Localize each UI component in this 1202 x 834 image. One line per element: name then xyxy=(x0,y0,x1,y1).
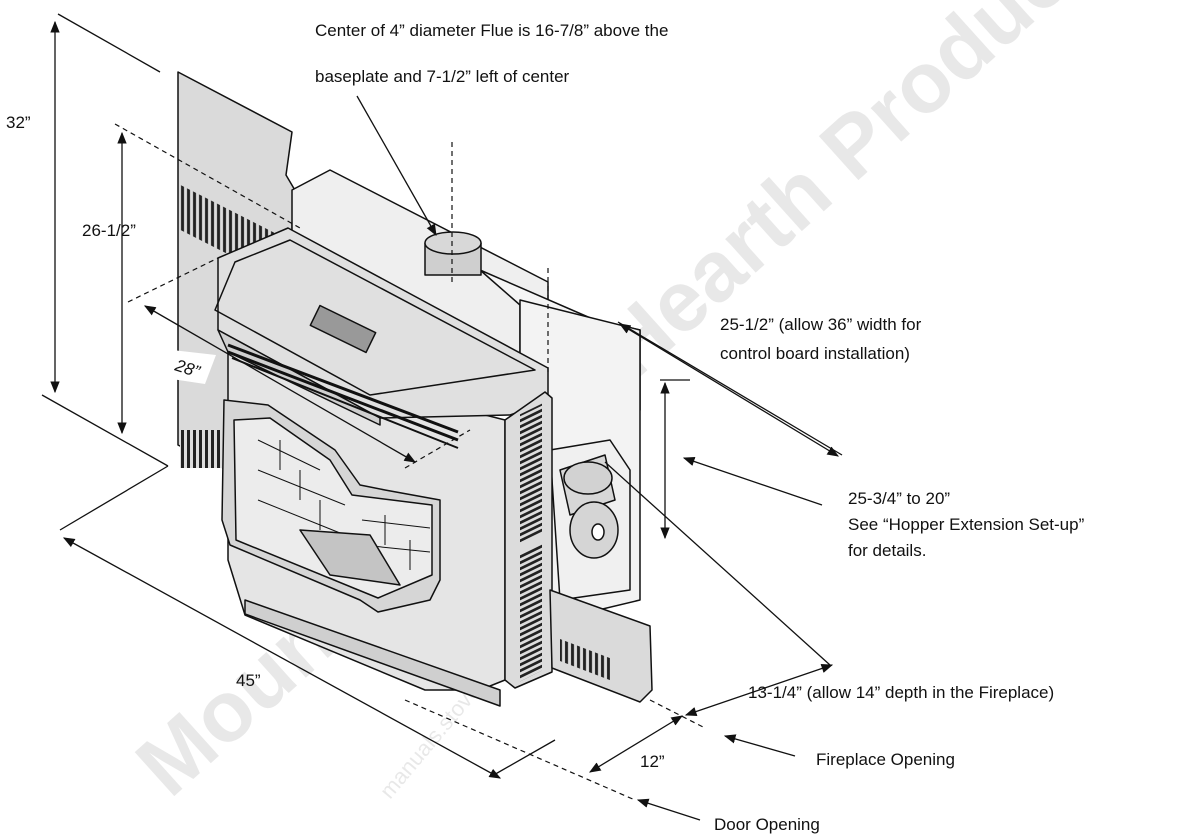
leader-hopper xyxy=(682,456,823,506)
top-hood-bevel xyxy=(214,239,536,396)
label-hopper-line2: See “Hopper Extension Set-up” xyxy=(848,515,1085,534)
dashed-reference-lines xyxy=(114,123,706,801)
label-45: 45” xyxy=(236,671,261,690)
dimension-lines xyxy=(41,13,843,821)
label-25-1-2-line1: 25-1/2” (allow 36” width for xyxy=(720,315,922,334)
label-fireplace-opening: Fireplace Opening xyxy=(816,750,955,769)
dim-12 xyxy=(589,715,683,773)
left-vent-lower xyxy=(180,430,228,468)
dash-fireplace-opening xyxy=(649,699,706,729)
dim-28 xyxy=(143,305,417,463)
label-hopper-line3: for details. xyxy=(848,541,926,560)
label-32: 32” xyxy=(6,113,31,132)
dim-13-1-4 xyxy=(684,663,834,717)
extension-line-base-left xyxy=(41,394,169,467)
dash-mid-depth xyxy=(127,257,219,303)
right-surround-vent xyxy=(560,638,610,681)
extension-line-front-left xyxy=(59,465,169,531)
dim-25-1-2 xyxy=(618,323,840,457)
extension-line-front-bottom xyxy=(491,739,556,777)
label-door-opening: Door Opening xyxy=(714,815,820,834)
dash-hood-front xyxy=(404,429,471,469)
flue-note-line1: Center of 4” diameter Flue is 16-7/8” ab… xyxy=(315,21,668,40)
labels: Center of 4” diameter Flue is 16-7/8” ab… xyxy=(6,21,1085,834)
flue-note-line2: baseplate and 7-1/2” left of center xyxy=(315,67,570,86)
combustion-motor xyxy=(559,454,619,559)
right-surround-panel xyxy=(549,589,653,703)
label-26-1-2: 26-1/2” xyxy=(82,221,136,240)
label-13-1-4: 13-1/4” (allow 14” depth in the Fireplac… xyxy=(748,683,1054,702)
leader-flue xyxy=(356,95,437,237)
stove-illustration xyxy=(177,71,653,707)
extension-line-right-base xyxy=(604,461,831,666)
label-28-background xyxy=(165,350,216,384)
dash-door-opening xyxy=(404,699,636,801)
flue-collar xyxy=(424,231,482,276)
leader-door-opening xyxy=(636,798,701,821)
label-12: 12” xyxy=(640,752,665,771)
right-vent-upper xyxy=(520,403,542,543)
right-vent-lower xyxy=(520,542,542,682)
dim-45 xyxy=(62,537,502,779)
leader-fireplace-opening xyxy=(723,734,796,757)
label-25-1-2-line2: control board installation) xyxy=(720,344,910,363)
extension-line-top-left xyxy=(57,13,161,73)
label-hopper-line1: 25-3/4” to 20” xyxy=(848,489,950,508)
